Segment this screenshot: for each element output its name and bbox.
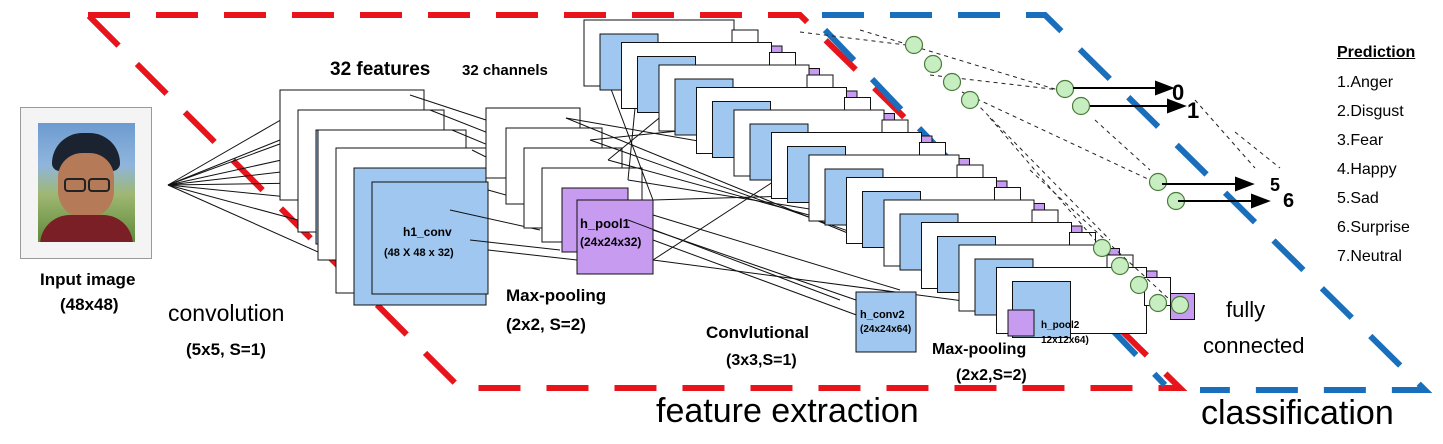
face-photo [38, 123, 135, 242]
h-pool2-size: 12x12x64) [1041, 335, 1089, 346]
conv2-label: Convlutional [706, 323, 809, 342]
h1-conv-label: h1_conv [403, 225, 452, 239]
photo-glasses-left [64, 178, 86, 192]
convolution-label: convolution [168, 300, 285, 326]
fc-node [942, 72, 962, 92]
fc-node [960, 90, 980, 110]
h-conv2-label: h_conv2 [860, 309, 905, 321]
prediction-list: 1.Anger 2.Disgust 3.Fear 4.Happy 5.Sad 6.Surp… [1337, 68, 1415, 271]
prediction-item: 4.Happy [1337, 161, 1397, 178]
fc-dashed-line [974, 101, 1111, 241]
h-pool1-label: h_pool1 [580, 216, 630, 231]
photo-glasses-right [88, 178, 110, 192]
input-line [167, 169, 299, 186]
input-line [167, 109, 299, 186]
input-line [167, 184, 337, 261]
pool1-conv2-line [652, 239, 871, 321]
pool1-conv2-line [652, 229, 857, 301]
prediction-item: 5.Sad [1337, 190, 1379, 207]
pool1-conv2-line [627, 219, 841, 301]
conv1-feature-stack [279, 89, 489, 306]
fc-dashed-line [1094, 119, 1151, 171]
maxpool2-label: Max-pooling [932, 341, 1027, 358]
pool1-conv2-line [652, 172, 788, 261]
prediction-item: 3.Fear [1337, 132, 1384, 149]
conv2-pool2-stack [583, 19, 1195, 353]
conv1-pool1-line [409, 94, 487, 121]
input-image-label: Input image [40, 270, 136, 289]
input-image-size: (48x48) [60, 295, 119, 314]
maxpool1-params: (2x2, S=2) [506, 315, 586, 334]
out-1-label: 1 [1187, 98, 1199, 123]
fc-dashed-line [859, 29, 1059, 91]
h-conv2-block [855, 291, 917, 353]
fc-nodes [904, 35, 1190, 315]
fc-dashed-lines [799, 29, 1171, 301]
classification-label: classification [1201, 394, 1394, 432]
pool1-conv2-line [652, 259, 1013, 308]
fc-node [923, 54, 943, 74]
fc-dashed-line [929, 74, 1061, 91]
h-conv2-size: (24x24x64) [860, 324, 911, 335]
prediction-title: Prediction [1337, 44, 1416, 61]
arrowhead-1 [1167, 98, 1187, 114]
prediction-legend: Prediction 1.Anger 2.Disgust 3.Fear 4.Happy… [1337, 44, 1415, 271]
arrowhead-6 [1251, 193, 1271, 209]
fc-node [1071, 96, 1091, 116]
fc-node [1170, 295, 1190, 315]
convolution-params: (5x5, S=1) [186, 340, 266, 359]
features-label: 32 features [330, 59, 431, 80]
out-6-label: 6 [1283, 190, 1294, 212]
photo-shirt [40, 215, 133, 242]
output-dash-2 [1234, 131, 1281, 169]
prediction-item: 7.Neutral [1337, 248, 1402, 265]
fc-node [1129, 275, 1149, 295]
prediction-item: 1.Anger [1337, 74, 1394, 91]
out-5-label: 5 [1270, 175, 1280, 195]
maxpool1-label: Max-pooling [506, 286, 607, 305]
output-dashes [1194, 99, 1281, 169]
prediction-item: 2.Disgust [1337, 103, 1404, 120]
arrowhead-5 [1235, 176, 1255, 192]
input-image-frame [20, 107, 152, 259]
prediction-item: 6.Surprise [1337, 219, 1410, 236]
fc-dashed-line [989, 117, 1096, 241]
h-pool2-label: h_pool2 [1041, 320, 1080, 331]
h1-conv-block [371, 181, 489, 295]
conv1-pool1-line [469, 239, 561, 251]
fully-connected-label-1: fully [1226, 297, 1266, 322]
fc-node [1055, 79, 1075, 99]
out-0-label: 0 [1172, 80, 1184, 105]
pool1-conv2-line [652, 214, 901, 291]
maxpool2-params: (2x2,S=2) [956, 367, 1027, 384]
classification-border [822, 12, 1433, 393]
fc-node [1110, 256, 1130, 276]
conv1-pool1-line [487, 249, 578, 261]
photo-face [58, 153, 114, 219]
fully-connected-label-2: connected [1203, 333, 1305, 358]
h-pool2-block [1007, 309, 1035, 337]
fc-node [1148, 172, 1168, 192]
conv2-params: (3x3,S=1) [726, 352, 797, 369]
output-arrows [1073, 80, 1271, 209]
fc-node [904, 35, 924, 55]
channels-label: 32 channels [462, 62, 548, 79]
output-dash-1 [1194, 99, 1256, 169]
h-pool1-size: (24x24x32) [580, 235, 641, 249]
pool1-feature-stack [485, 107, 654, 275]
fc-node [1092, 238, 1112, 258]
fc-node [1148, 293, 1168, 313]
arrowhead-0 [1155, 80, 1175, 96]
pool1-conv2-lines [565, 59, 1013, 321]
h-pool1-block [576, 199, 654, 275]
fc-dashed-line [961, 91, 1151, 181]
fc-dashed-line [799, 31, 907, 46]
input-line [167, 139, 281, 186]
h1-conv-size: (48 X 48 x 32) [384, 247, 454, 259]
feature-extraction-label: feature extraction [656, 392, 919, 430]
